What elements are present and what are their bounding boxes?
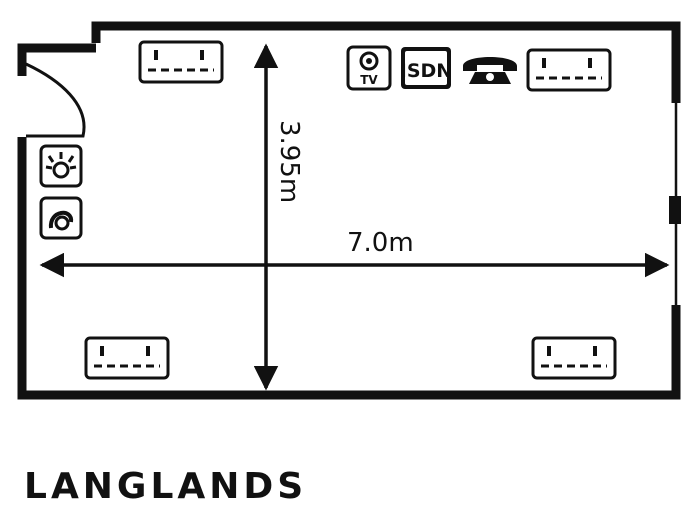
tv-label: TV (360, 73, 378, 87)
isdn-label: ISDN (400, 60, 452, 82)
power-socket-icon (138, 40, 224, 84)
room-name: LANGLANDS (24, 466, 308, 507)
door-swing (25, 62, 86, 138)
tv-point-icon: TV (346, 45, 392, 91)
length-label: 7.0m (347, 228, 414, 258)
width-dimension: 3.95m (253, 43, 304, 391)
audio-point-icon (39, 196, 83, 240)
isdn-point-icon: ISDN (400, 47, 452, 89)
length-dimension: 7.0m (39, 228, 670, 278)
power-socket-icon (526, 48, 612, 92)
light-switch-icon (39, 144, 83, 188)
power-socket-icon (84, 336, 170, 380)
width-label: 3.95m (274, 120, 304, 203)
room-walls (17, 21, 681, 400)
power-socket-icon (531, 336, 617, 380)
telephone-icon (463, 57, 517, 84)
